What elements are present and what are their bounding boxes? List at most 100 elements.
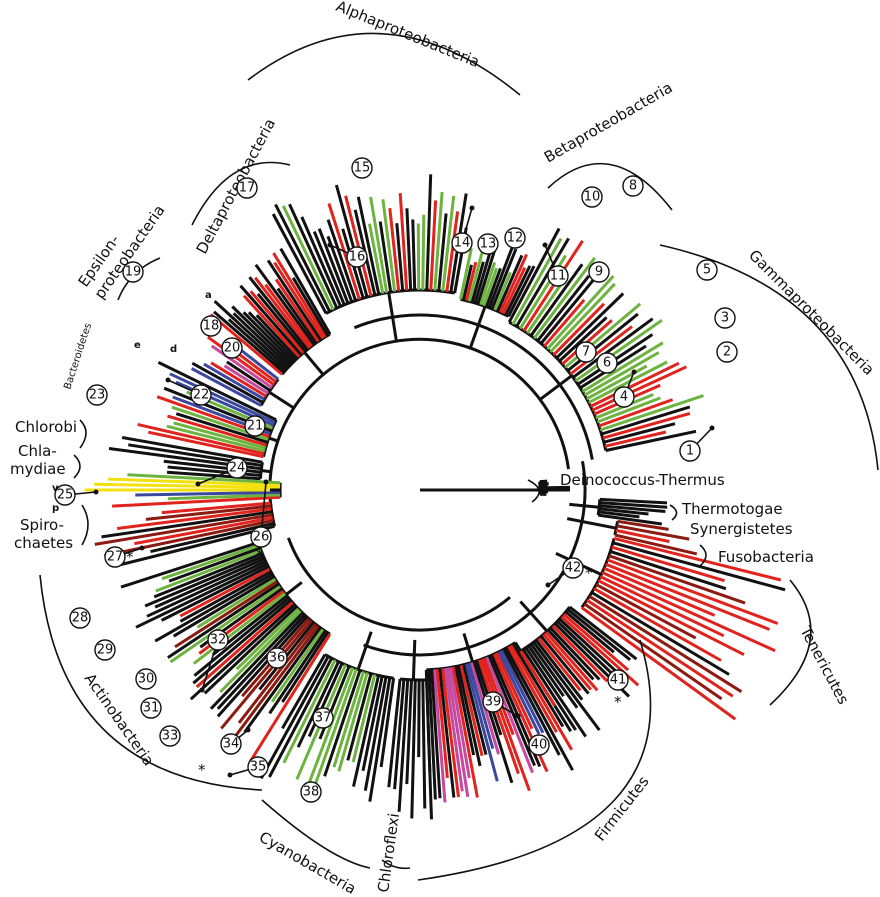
chlorobi-brace bbox=[79, 419, 87, 449]
alpha-leaf bbox=[378, 221, 393, 293]
gamma-leaf bbox=[596, 396, 661, 424]
node-23-number: 23 bbox=[89, 388, 106, 403]
delta-leaf bbox=[291, 277, 329, 337]
bactero-leaf bbox=[169, 372, 276, 424]
asterisk-34: * bbox=[198, 761, 206, 779]
bactero-leaf bbox=[137, 422, 265, 456]
firmi-lacto-leaf bbox=[522, 648, 577, 731]
actino-leaf bbox=[179, 570, 272, 623]
node-37-number: 37 bbox=[315, 711, 332, 726]
firmi-lacto-leaf bbox=[537, 637, 582, 692]
node-40: 40 bbox=[528, 734, 550, 756]
node-31-number: 31 bbox=[143, 701, 160, 716]
gamma-leaf bbox=[549, 282, 616, 353]
chloroflexi-leaf bbox=[421, 679, 427, 809]
marker-p: p bbox=[52, 503, 59, 514]
node-3: 3 bbox=[714, 307, 736, 329]
alpha-leaf bbox=[326, 235, 354, 303]
node-37: 37 bbox=[312, 707, 334, 729]
small-markers: a e d v p * * * * * bbox=[52, 290, 622, 779]
label-fuso: Fusobacteria bbox=[718, 548, 814, 566]
thermotogae-leaf bbox=[598, 510, 640, 519]
chlamydiae-leaf bbox=[127, 473, 281, 485]
node-42-number: 42 bbox=[565, 561, 582, 576]
teneri-leaf bbox=[599, 575, 725, 638]
actino-leaf bbox=[146, 560, 267, 618]
node-17-number: 17 bbox=[239, 181, 256, 196]
thermo-brace bbox=[669, 504, 678, 521]
label-chlamydiae-2: mydiae bbox=[10, 460, 66, 478]
epsilon-leaf bbox=[210, 361, 268, 398]
firmi-lacto-leaf bbox=[551, 624, 609, 683]
alpha-leaf bbox=[441, 195, 456, 292]
actino-leaf bbox=[160, 565, 269, 622]
delta-leaf bbox=[274, 278, 320, 343]
node-2: 2 bbox=[716, 341, 738, 363]
node-12: 12 bbox=[504, 227, 526, 249]
node-10-number: 10 bbox=[584, 190, 601, 205]
node-23-circle bbox=[86, 384, 108, 406]
firmi-lacto-leaf bbox=[524, 646, 587, 738]
node-11-circle bbox=[547, 265, 569, 287]
teneri-leaf bbox=[586, 598, 734, 698]
node-28-number: 28 bbox=[72, 611, 89, 626]
bactero-leaf bbox=[147, 430, 264, 459]
cyano-leaf bbox=[281, 653, 327, 730]
beta-leaf bbox=[470, 261, 485, 303]
node-13: 13 bbox=[477, 233, 499, 255]
teneri-leaf bbox=[590, 591, 730, 676]
alpha-leaf bbox=[369, 196, 389, 294]
actino-leaf bbox=[192, 599, 292, 685]
chloroflexi-leaf bbox=[393, 679, 406, 790]
spiro-leaf bbox=[145, 504, 272, 521]
spiro-leaf bbox=[94, 513, 273, 546]
epsilon-leaf bbox=[207, 335, 275, 387]
delta-leaf bbox=[266, 259, 322, 341]
node-32-pointer-tip bbox=[199, 687, 205, 693]
label-chlamydiae-1: Chla- bbox=[18, 442, 57, 460]
firmicutes-leaf bbox=[438, 668, 456, 798]
node-6: 6 bbox=[596, 352, 618, 374]
node-41-circle bbox=[607, 669, 629, 691]
gamma-leaf bbox=[539, 268, 604, 345]
delta-leaf bbox=[247, 311, 297, 362]
delta-leaf bbox=[249, 290, 305, 354]
node-28: 28 bbox=[69, 607, 91, 629]
delta-leaf bbox=[264, 283, 313, 348]
gamma-leaf bbox=[555, 292, 625, 359]
delta-leaf bbox=[248, 276, 309, 351]
gamma-leaf bbox=[526, 281, 564, 335]
node-37-circle bbox=[312, 707, 334, 729]
node-6-number: 6 bbox=[603, 356, 611, 371]
beta-leaf bbox=[501, 267, 527, 315]
alpha-leaf bbox=[271, 213, 328, 315]
firmicutes-leaf bbox=[448, 667, 471, 779]
alpha-leaf bbox=[281, 205, 335, 311]
firmi-lacto-leaf bbox=[542, 633, 593, 691]
firmicutes-leaf bbox=[472, 661, 514, 784]
firmi-lacto-leaf bbox=[547, 629, 595, 681]
alpha-leaf bbox=[388, 208, 401, 292]
beta-stem bbox=[468, 305, 487, 350]
gamma-leaf bbox=[589, 361, 680, 408]
beta-leaf bbox=[485, 267, 502, 308]
firmi-lacto-leaf bbox=[527, 645, 565, 698]
cyano-leaf bbox=[332, 670, 366, 768]
node-34: 34 bbox=[220, 733, 242, 755]
label-spiro-1: Spiro- bbox=[20, 516, 64, 534]
firmicutes-leaf bbox=[432, 669, 447, 803]
beta-leaf bbox=[504, 265, 532, 316]
actino-leaf bbox=[174, 580, 278, 649]
alpha-leaf bbox=[411, 219, 417, 291]
node-25: 25 bbox=[54, 484, 76, 506]
gamma-leaf bbox=[591, 365, 688, 412]
gamma-leaf bbox=[585, 364, 648, 401]
chlamydiae-leaf bbox=[94, 482, 281, 490]
firmicutes-leaf bbox=[497, 651, 541, 735]
alpha-leaf bbox=[433, 191, 444, 291]
node-38-circle bbox=[300, 781, 322, 803]
firmi-lacto-base-arc bbox=[519, 606, 571, 653]
label-chlorobi: Chlorobi bbox=[15, 418, 77, 436]
node-10: 10 bbox=[581, 186, 603, 208]
label-teneri: Tenericutes bbox=[796, 623, 853, 708]
